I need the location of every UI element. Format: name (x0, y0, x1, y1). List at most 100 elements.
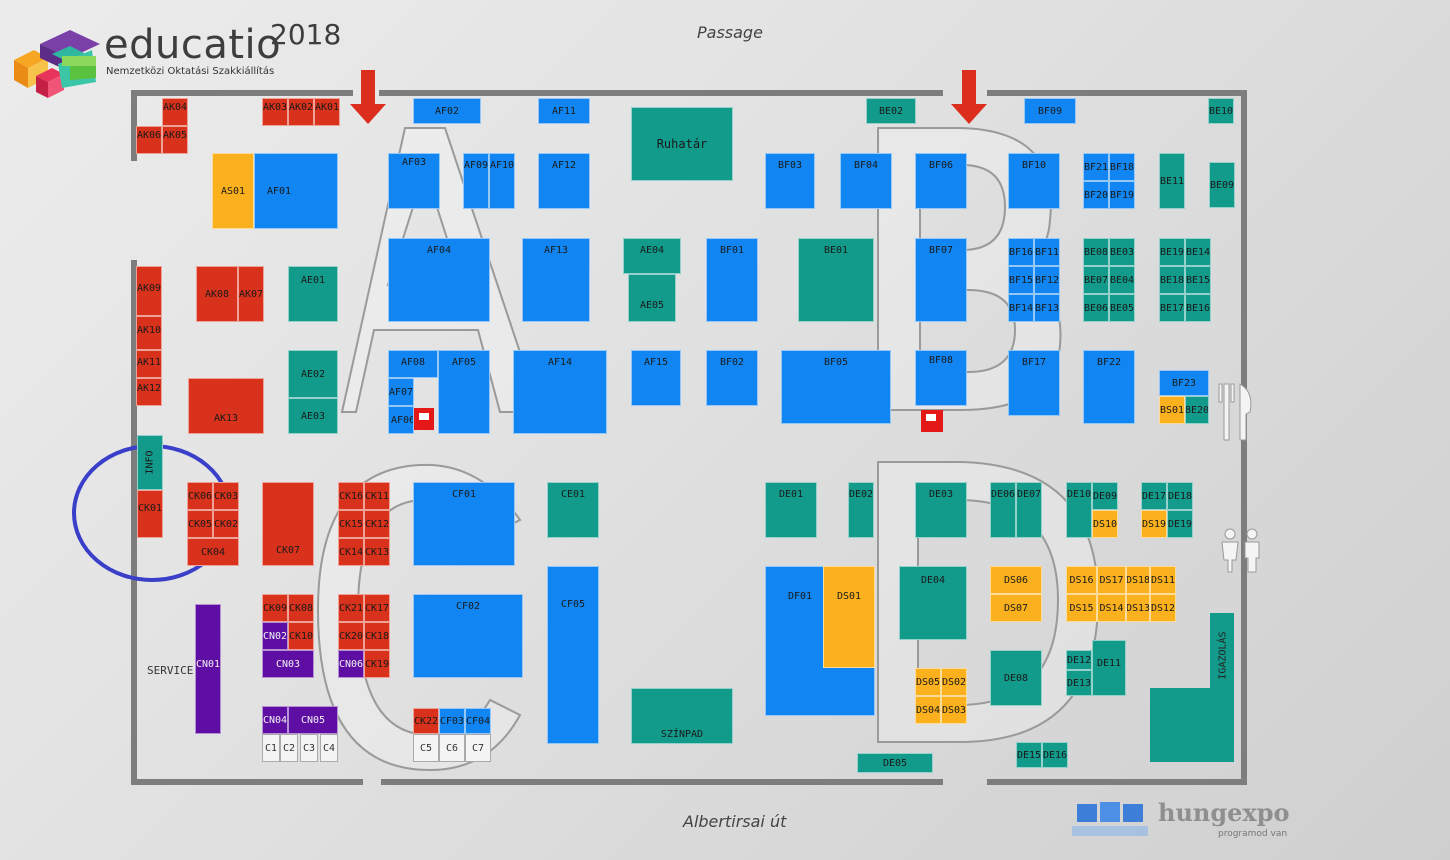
booth-bf01[interactable]: BF01 (706, 238, 758, 322)
booth-ds10[interactable]: DS10 (1092, 510, 1118, 538)
booth-af13[interactable]: AF13 (522, 238, 590, 322)
booth-de01[interactable]: DE01 (765, 482, 817, 538)
booth-bf10[interactable]: BF10 (1008, 153, 1060, 209)
booth-be14[interactable]: BE14 (1185, 238, 1211, 266)
booth-cn03[interactable]: CN03 (262, 650, 314, 678)
booth-ds03[interactable]: DS03 (941, 696, 967, 724)
booth-be06[interactable]: BE06 (1083, 294, 1109, 322)
booth-c4[interactable]: C4 (320, 734, 338, 762)
booth-ds07[interactable]: DS07 (990, 594, 1042, 622)
booth-de11[interactable]: DE11 (1092, 640, 1126, 696)
booth-c7[interactable]: C7 (465, 734, 491, 762)
booth-ds05[interactable]: DS05 (915, 668, 941, 696)
booth-bf06[interactable]: BF06 (915, 153, 967, 209)
booth-de09[interactable]: DE09 (1092, 482, 1118, 510)
booth-bf20[interactable]: BF20 (1083, 181, 1109, 209)
booth-cf02[interactable]: CF02 (413, 594, 523, 678)
booth-de05[interactable]: DE05 (857, 753, 933, 773)
booth-bf05[interactable]: BF05 (781, 350, 891, 424)
booth-ds15[interactable]: DS15 (1066, 594, 1097, 622)
booth-de13[interactable]: DE13 (1066, 670, 1092, 696)
booth-bs01[interactable]: BS01 (1159, 396, 1185, 424)
booth-ck15[interactable]: CK15 (338, 510, 364, 538)
booth-ds12[interactable]: DS12 (1150, 594, 1176, 622)
booth-be19[interactable]: BE19 (1159, 238, 1185, 266)
booth-be09[interactable]: BE09 (1209, 162, 1235, 208)
booth-af01[interactable]: AF01 (254, 153, 338, 229)
info-desk[interactable]: INFO (137, 435, 163, 490)
booth-af03[interactable]: AF03 (388, 153, 440, 209)
booth-ck08[interactable]: CK08 (288, 594, 314, 622)
booth-ak01[interactable]: AK01 (314, 98, 340, 126)
booth-ak12[interactable]: AK12 (136, 378, 162, 406)
booth-cn02[interactable]: CN02 (262, 622, 288, 650)
booth-ds13[interactable]: DS13 (1126, 594, 1150, 622)
booth-ak03[interactable]: AK03 (262, 98, 288, 126)
booth-bf21[interactable]: BF21 (1083, 153, 1109, 181)
booth-bf14[interactable]: BF14 (1008, 294, 1034, 322)
booth-bf17[interactable]: BF17 (1008, 350, 1060, 416)
booth-bf11[interactable]: BF11 (1034, 238, 1060, 266)
booth-bf16[interactable]: BF16 (1008, 238, 1034, 266)
booth-ak04[interactable]: AK04 (162, 98, 188, 126)
booth-ck05[interactable]: CK05 (187, 510, 213, 538)
booth-de18[interactable]: DE18 (1167, 482, 1193, 510)
booth-ae01[interactable]: AE01 (288, 266, 338, 322)
booth-de07[interactable]: DE07 (1016, 482, 1042, 538)
booth-cf05[interactable]: CF05 (547, 566, 599, 744)
booth-af15[interactable]: AF15 (631, 350, 681, 406)
booth-af06[interactable]: AF06 (388, 406, 414, 434)
booth-be18[interactable]: BE18 (1159, 266, 1185, 294)
booth-ak11[interactable]: AK11 (136, 350, 162, 378)
booth-c5[interactable]: C5 (413, 734, 439, 762)
booth-ak13[interactable]: AK13 (188, 378, 264, 434)
booth-cn05[interactable]: CN05 (288, 706, 338, 734)
booth-ds11[interactable]: DS11 (1150, 566, 1176, 594)
booth-c3[interactable]: C3 (300, 734, 318, 762)
booth-bf12[interactable]: BF12 (1034, 266, 1060, 294)
booth-ae03[interactable]: AE03 (288, 398, 338, 434)
booth-be01[interactable]: BE01 (798, 238, 874, 322)
booth-bf18[interactable]: BF18 (1109, 153, 1135, 181)
booth-ds06[interactable]: DS06 (990, 566, 1042, 594)
booth-bf23[interactable]: BF23 (1159, 370, 1209, 396)
booth-de17[interactable]: DE17 (1141, 482, 1167, 510)
booth-ck16[interactable]: CK16 (338, 482, 364, 510)
booth-ck21[interactable]: CK21 (338, 594, 364, 622)
booth-de10[interactable]: DE10 (1066, 482, 1092, 538)
booth-ak08[interactable]: AK08 (196, 266, 238, 322)
booth-be05[interactable]: BE05 (1109, 294, 1135, 322)
booth-be04[interactable]: BE04 (1109, 266, 1135, 294)
booth-bf04[interactable]: BF04 (840, 153, 892, 209)
booth-de04[interactable]: DE04 (899, 566, 967, 640)
booth-af07[interactable]: AF07 (388, 378, 414, 406)
booth-be02[interactable]: BE02 (866, 98, 916, 124)
booth-ae02[interactable]: AE02 (288, 350, 338, 398)
booth-ds19[interactable]: DS19 (1141, 510, 1167, 538)
booth-af11[interactable]: AF11 (538, 98, 590, 124)
booth-ak07[interactable]: AK07 (238, 266, 264, 322)
booth-ck20[interactable]: CK20 (338, 622, 364, 650)
booth-ck18[interactable]: CK18 (364, 622, 390, 650)
booth-cf01[interactable]: CF01 (413, 482, 515, 566)
booth-de19[interactable]: DE19 (1167, 510, 1193, 538)
booth-ck13[interactable]: CK13 (364, 538, 390, 566)
booth-ck01[interactable]: CK01 (137, 490, 163, 538)
booth-ds02[interactable]: DS02 (941, 668, 967, 696)
booth-de08[interactable]: DE08 (990, 650, 1042, 706)
booth-ck07[interactable]: CK07 (262, 482, 314, 566)
booth-ak06[interactable]: AK06 (136, 126, 162, 154)
booth-ck04[interactable]: CK04 (187, 538, 239, 566)
booth-de02[interactable]: DE02 (848, 482, 874, 538)
booth-ak05[interactable]: AK05 (162, 126, 188, 154)
booth-de03[interactable]: DE03 (915, 482, 967, 538)
booth-ds01[interactable]: DS01 (823, 566, 875, 668)
booth-cn06[interactable]: CN06 (338, 650, 364, 678)
booth-ck19[interactable]: CK19 (364, 650, 390, 678)
booth-bf07[interactable]: BF07 (915, 238, 967, 322)
booth-af10[interactable]: AF10 (489, 153, 515, 209)
booth-af04[interactable]: AF04 (388, 238, 490, 322)
booth-de15[interactable]: DE15 (1016, 742, 1042, 768)
booth-ds14[interactable]: DS14 (1097, 594, 1126, 622)
booth-ae05[interactable]: AE05 (628, 274, 676, 322)
